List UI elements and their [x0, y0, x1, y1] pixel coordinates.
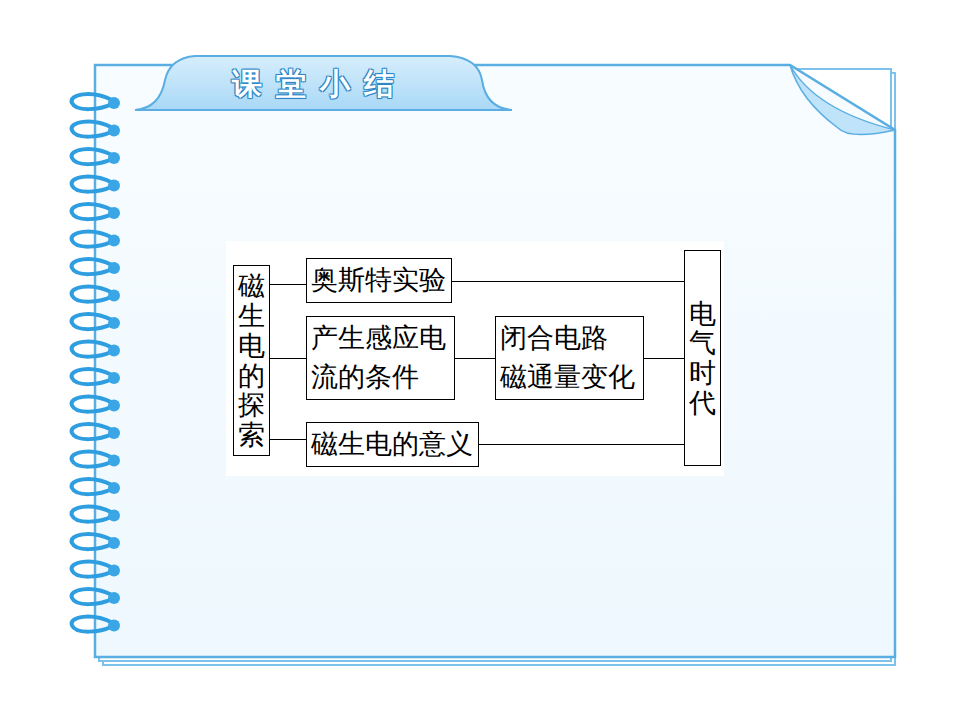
- ring-hole: [108, 235, 120, 247]
- spiral-ring: [72, 562, 112, 577]
- ring-hole: [108, 97, 120, 109]
- spiral-ring: [72, 369, 112, 384]
- concept-box: 磁生电的意义: [306, 422, 479, 467]
- folded-corner: [790, 65, 895, 135]
- title-text: 课堂小结: [232, 64, 408, 105]
- ring-hole: [108, 180, 120, 192]
- spiral-ring: [72, 617, 112, 632]
- connector-line: [452, 281, 684, 282]
- vertical-box: 电气时代: [684, 250, 721, 466]
- box-label: 闭合电路 磁通量变化: [500, 318, 638, 396]
- ring-hole: [108, 565, 120, 577]
- spiral-ring: [72, 534, 112, 549]
- ring-hole: [108, 345, 120, 357]
- paper: [95, 65, 895, 657]
- spiral-ring: [72, 94, 112, 109]
- ring-hole: [108, 455, 120, 467]
- connector-line: [479, 444, 684, 445]
- ring-hole: [108, 372, 120, 384]
- ring-hole: [108, 207, 120, 219]
- connector-line: [644, 358, 684, 359]
- spiral-ring: [72, 507, 112, 522]
- spiral-ring: [72, 424, 112, 439]
- connector-line: [270, 284, 306, 285]
- connector-line: [455, 358, 495, 359]
- ring-hole: [108, 620, 120, 632]
- title-tab-box: 课堂小结: [165, 62, 475, 106]
- ring-hole: [108, 482, 120, 494]
- box-label: 产生感应电流的条件: [311, 318, 449, 396]
- ring-hole: [108, 592, 120, 604]
- spiral-ring: [72, 232, 112, 247]
- ring-hole: [108, 510, 120, 522]
- spiral-ring: [72, 204, 112, 219]
- spiral-ring: [72, 122, 112, 137]
- ring-hole: [108, 262, 120, 274]
- ring-hole: [108, 125, 120, 137]
- spiral-ring: [72, 397, 112, 412]
- concept-box: 奥斯特实验: [306, 258, 452, 303]
- box-label: 奥斯特实验: [311, 260, 447, 299]
- spiral-ring: [72, 589, 112, 604]
- spiral-ring: [72, 259, 112, 274]
- ring-hole: [108, 400, 120, 412]
- spiral-ring: [72, 479, 112, 494]
- box-label: 磁生电的探索: [238, 271, 265, 449]
- concept-box: 产生感应电流的条件: [306, 316, 455, 400]
- ring-hole: [108, 537, 120, 549]
- ring-hole: [108, 152, 120, 164]
- spiral-ring: [72, 314, 112, 329]
- spiral-rings: [72, 94, 120, 631]
- spiral-ring: [72, 177, 112, 192]
- title-tab: [135, 56, 512, 110]
- spiral-ring: [72, 452, 112, 467]
- ring-hole: [108, 427, 120, 439]
- box-label: 电气时代: [689, 299, 716, 418]
- connector-line: [270, 439, 306, 440]
- concept-box: 闭合电路 磁通量变化: [495, 316, 644, 400]
- diagram-ground: [226, 241, 724, 476]
- spiral-ring: [72, 342, 112, 357]
- vertical-box: 磁生电的探索: [233, 265, 270, 456]
- spiral-ring: [72, 149, 112, 164]
- spiral-ring: [72, 287, 112, 302]
- ring-hole: [108, 317, 120, 329]
- ring-hole: [108, 290, 120, 302]
- box-label: 磁生电的意义: [311, 424, 474, 463]
- connector-line: [270, 358, 306, 359]
